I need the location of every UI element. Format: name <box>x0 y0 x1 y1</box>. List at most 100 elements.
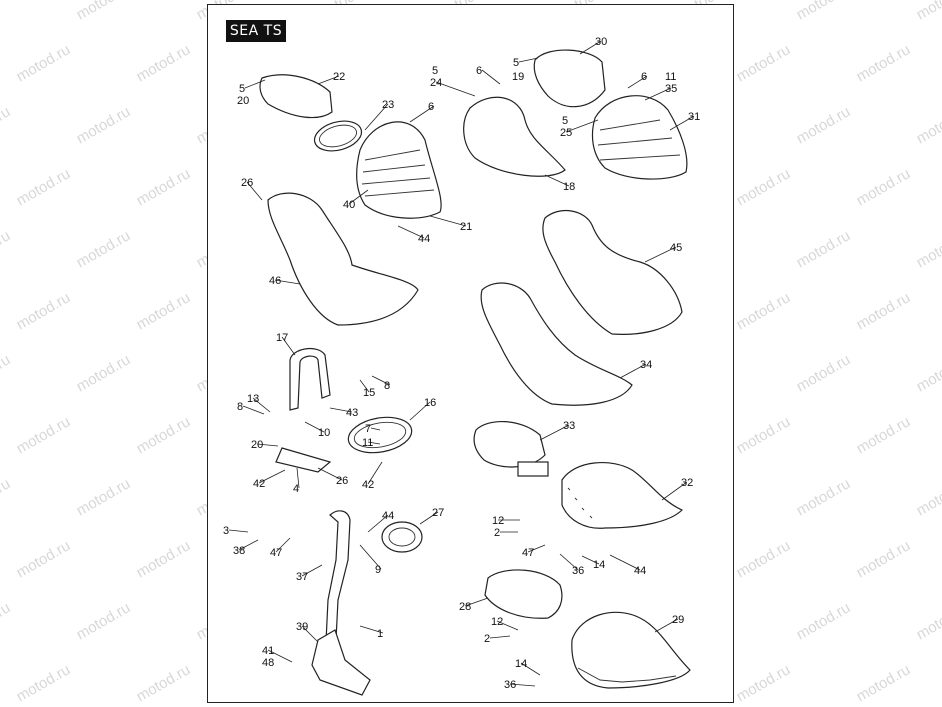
leader-line <box>644 87 672 101</box>
callout-number: 4 <box>293 483 299 495</box>
leader-line <box>496 620 519 631</box>
leader-line <box>364 103 389 131</box>
part-31-solo-seat <box>591 95 688 180</box>
callout-number: 33 <box>563 420 575 432</box>
leader-line <box>661 481 688 501</box>
leader-line <box>228 529 249 533</box>
leader-line <box>348 189 369 205</box>
callout-number: 20 <box>251 439 263 451</box>
leader-line <box>481 69 501 85</box>
leader-line <box>252 397 271 413</box>
part-31-texture <box>597 119 681 161</box>
leader-line <box>509 683 536 687</box>
leader-line <box>301 564 323 577</box>
part-32-studded-seat <box>561 461 684 529</box>
part-37-sissy-bar <box>325 510 351 643</box>
callout-number: 44 <box>418 233 430 245</box>
callout-number: 25 <box>560 127 572 139</box>
leader-line <box>329 407 353 413</box>
part-21-texture <box>361 149 435 197</box>
part-29-solo-seat <box>571 611 691 689</box>
leader-line <box>244 79 266 89</box>
callout-number: 31 <box>688 111 700 123</box>
callout-number: 20 <box>237 95 249 107</box>
callout-number: 30 <box>595 36 607 48</box>
part-27-light <box>381 521 423 553</box>
part-33-pillion <box>473 420 546 468</box>
callout-number: 1 <box>377 628 383 640</box>
callout-number: 5 <box>513 57 519 69</box>
leader-line <box>267 649 293 663</box>
callout-number: 41 <box>262 645 274 657</box>
callout-number: 11 <box>362 437 373 449</box>
callout-number: 34 <box>640 359 652 371</box>
callout-number: 12 <box>492 515 504 527</box>
part-32-studs <box>567 487 593 519</box>
callout-number: 28 <box>459 601 471 613</box>
leader-line <box>275 537 291 553</box>
leader-line <box>370 427 381 431</box>
leader-line <box>359 379 370 393</box>
callout-number: 6 <box>641 71 647 83</box>
callout-number: 45 <box>670 242 682 254</box>
part-30-pad <box>533 49 606 108</box>
callout-number: 18 <box>563 181 575 193</box>
callout-number: 21 <box>460 221 472 233</box>
leader-line <box>301 625 319 643</box>
callout-number: 2 <box>484 633 490 645</box>
leader-line <box>609 554 641 571</box>
leader-line <box>409 105 435 123</box>
callout-number: 17 <box>276 332 288 344</box>
leader-line <box>539 424 570 441</box>
callout-number: 16 <box>424 397 436 409</box>
callout-number: 6 <box>476 65 482 77</box>
part-16-ring <box>347 416 413 454</box>
leader-line <box>256 443 279 447</box>
part-26-bracket <box>275 447 332 473</box>
callout-number: 44 <box>382 510 394 522</box>
callout-number: 39 <box>296 621 308 633</box>
callout-number: 36 <box>504 679 516 691</box>
leader-line <box>317 75 340 85</box>
leader-line <box>669 115 695 131</box>
leader-line <box>409 401 431 421</box>
leader-line <box>359 625 384 634</box>
part-33-bracket <box>517 461 549 477</box>
callout-number: 47 <box>522 547 534 559</box>
leader-line <box>520 662 541 676</box>
callout-number: 47 <box>270 547 282 559</box>
part-17-sissy-bar-upright <box>289 347 331 411</box>
leader-line <box>654 618 679 633</box>
callout-number: 24 <box>430 77 442 89</box>
part-23-ring <box>313 120 363 152</box>
leader-line <box>581 555 600 565</box>
callout-number: 5 <box>239 83 245 95</box>
callout-number: 13 <box>247 393 259 405</box>
callout-number: 35 <box>665 83 677 95</box>
leader-line <box>367 441 381 445</box>
callout-number: 8 <box>384 380 390 392</box>
part-27-light-lens <box>388 527 416 547</box>
callout-number: 44 <box>634 565 646 577</box>
part-18-seat <box>463 96 566 177</box>
callout-number: 11 <box>665 71 676 83</box>
callout-number: 48 <box>262 657 274 669</box>
leader-line <box>619 363 647 379</box>
callout-number: 23 <box>382 99 394 111</box>
leader-line <box>435 81 476 97</box>
part-34-stepped-seat <box>480 282 633 406</box>
leader-line <box>429 215 467 227</box>
leader-line <box>359 544 382 570</box>
callout-number: 14 <box>593 559 605 571</box>
section-title: SEA TS <box>226 20 286 42</box>
callout-number: 7 <box>365 423 371 435</box>
part-39-side-plate <box>311 629 371 696</box>
callout-number: 19 <box>512 71 524 83</box>
callout-number: 32 <box>681 477 693 489</box>
leader-line <box>419 511 439 525</box>
callout-number: 26 <box>241 177 253 189</box>
leader-line <box>527 544 546 553</box>
callout-number: 8 <box>237 401 243 413</box>
callout-number: 12 <box>491 616 503 628</box>
